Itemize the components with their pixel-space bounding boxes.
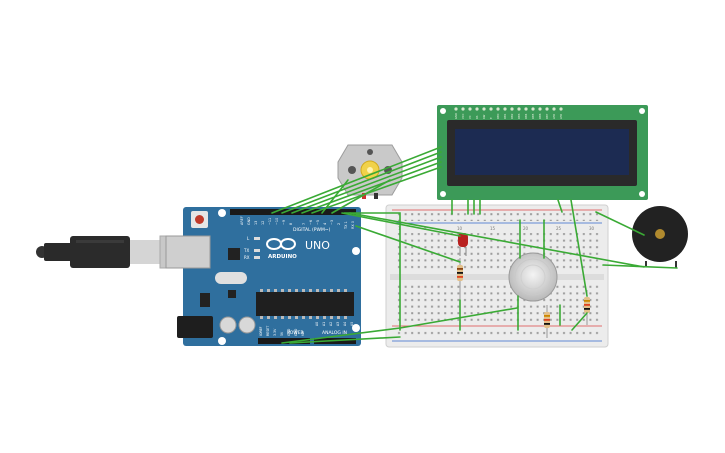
tx-led-label: TX (243, 248, 249, 253)
pin-label-3: ~3 (330, 220, 334, 225)
resistor-2-icon (544, 305, 550, 338)
wire (341, 212, 461, 237)
column-number: 15 (490, 226, 496, 231)
wire (321, 179, 349, 214)
column-number: 10 (457, 226, 463, 231)
pin-label-13: 13 (254, 221, 258, 225)
lcd-pin-label: DB4 (524, 113, 528, 119)
power-header (258, 338, 310, 344)
lcd-pin-label: DB7 (545, 113, 549, 119)
pin-label-10: ~10 (275, 218, 279, 225)
l-led-label: L (247, 236, 250, 241)
wire (291, 156, 442, 214)
pin-label-rx: RX 0 (351, 221, 355, 229)
pin-label-vin: Vin (301, 331, 305, 336)
lcd-pin-label: V0 (468, 115, 472, 119)
pin-label-9: ~9 (282, 220, 286, 225)
column-number: 20 (523, 226, 529, 231)
pin-label-a4: A4 (343, 322, 347, 326)
wire (311, 166, 442, 214)
wire (557, 199, 563, 213)
resistor-1-icon (457, 258, 463, 300)
lcd-screen (455, 129, 629, 175)
breadboard: 1 5 10 15 20 25 30 (385, 204, 609, 348)
pin-label-2: 2 (337, 223, 341, 225)
board-model: UNO (305, 239, 330, 252)
wire (570, 199, 588, 297)
pin-label-a2: A2 (329, 322, 333, 326)
lcd-pin-label: DB0 (496, 113, 500, 119)
lcd-pin-label: DB3 (517, 113, 521, 119)
pin-label-a1: A1 (322, 322, 326, 326)
piezo-buzzer-icon (632, 206, 688, 268)
atmega-chip (256, 292, 354, 316)
wire (571, 312, 588, 331)
lcd-display: GND VCC V0 RS RW E DB0 DB1 DB2 DB3 DB4 D… (437, 105, 648, 200)
wire (271, 146, 442, 214)
wire (343, 212, 401, 331)
l-led (254, 237, 260, 240)
lcd-pin-label: LED (559, 114, 563, 119)
lcd-pin-label: VCC (461, 113, 465, 119)
pin-label-a3: A3 (336, 322, 340, 326)
pin-label-tx: TX 1 (344, 221, 348, 230)
pin-label-5v: 5V (280, 331, 284, 336)
pin-label-8: 8 (289, 223, 293, 225)
pin-label-ioref: IOREF (259, 326, 263, 336)
wire (349, 212, 645, 268)
arduino-uno-board: L TX RX ARDUINO UNO DIGITAL (PWM~) POWER… (165, 207, 361, 346)
pin-label-a5: A5 (350, 322, 354, 326)
wire (301, 161, 442, 214)
lcd-pin-label: DB6 (538, 113, 542, 119)
pin-label-gnd2: GND (294, 328, 298, 336)
column-number: 30 (589, 226, 595, 231)
wires (271, 146, 678, 344)
crystal (215, 272, 247, 284)
lcd-pin-label: DB1 (503, 113, 507, 119)
tx-led (254, 249, 260, 252)
rx-led (254, 256, 260, 259)
pin-label-gnd: GND (247, 217, 251, 225)
power-jack (177, 316, 213, 338)
pin-label-6: ~6 (309, 220, 313, 225)
pin-label-7: 7 (302, 223, 306, 225)
wire (355, 225, 461, 263)
power-label: POWER (287, 330, 304, 336)
wire (289, 336, 401, 344)
column-number: 25 (556, 226, 562, 231)
lcd-pin-label: GND (454, 113, 458, 119)
gas-sensor-icon (508, 252, 558, 302)
pin-label-reset: RESET (266, 326, 270, 336)
lcd-pin-label: DB5 (531, 113, 535, 119)
lcd-pin-label: RW (482, 114, 486, 119)
arduino-logo-icon (266, 238, 296, 250)
wire (595, 211, 645, 236)
pin-label-a0: A0 (315, 322, 319, 326)
wire (331, 179, 391, 214)
lcd-pin-label: E (489, 117, 493, 119)
pin-label-12: 12 (261, 221, 265, 225)
wire (602, 264, 678, 269)
pin-label-4: 4 (323, 223, 327, 225)
arduino-logo-text: ARDUINO (268, 254, 297, 260)
capacitor (238, 316, 256, 334)
digital-header-label: DIGITAL (PWM~) (293, 227, 331, 233)
lcd-pin-label: LED (552, 114, 556, 119)
usb-jack (165, 235, 211, 269)
wire (281, 307, 518, 344)
rx-led-label: RX (244, 255, 250, 260)
resistor-3-icon (584, 290, 590, 325)
wire (281, 151, 442, 214)
capacitor (219, 316, 237, 334)
pin-label-3v3: 3.3V (273, 328, 277, 336)
lcd-pin-label: DB2 (510, 113, 514, 119)
pin-label-gnd1: GND (287, 328, 291, 336)
pin-label-aref: AREF (240, 216, 244, 225)
lcd-pin-label: RS (475, 115, 479, 119)
analog-in-label: ANALOG IN (322, 330, 347, 336)
pin-label-5: ~5 (316, 220, 320, 225)
pin-label-11: ~11 (268, 218, 272, 225)
